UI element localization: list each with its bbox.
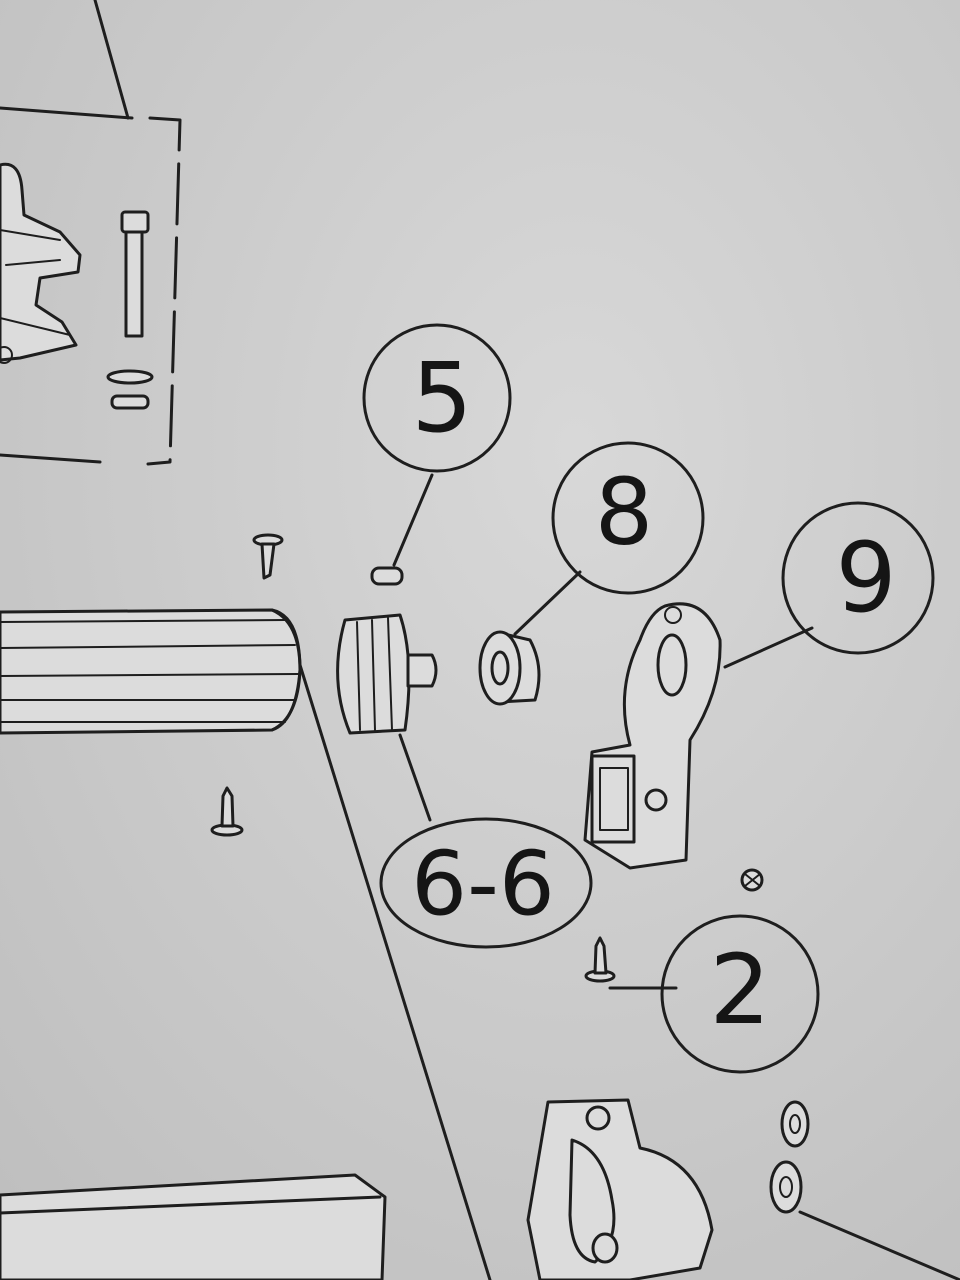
bottom-rail bbox=[0, 1173, 387, 1280]
callout-6-6: 6-6 bbox=[379, 817, 593, 949]
leader-line-9 bbox=[723, 626, 814, 669]
washer-icon bbox=[769, 1160, 803, 1214]
bushing-icon bbox=[478, 630, 541, 706]
screw-icon bbox=[210, 786, 244, 837]
tube-icon bbox=[0, 608, 492, 1280]
pin-icon bbox=[370, 566, 404, 586]
screw-icon bbox=[740, 868, 764, 892]
callout-9: 9 bbox=[781, 501, 935, 655]
callout-5-label: 5 bbox=[411, 342, 472, 454]
mount-icon bbox=[0, 162, 82, 364]
callout-8-label: 8 bbox=[595, 459, 654, 566]
screw-icon bbox=[584, 936, 616, 983]
washer-icon bbox=[780, 1100, 810, 1148]
leader-line-washer bbox=[798, 1210, 960, 1280]
top-left-assembly bbox=[0, 0, 182, 466]
callout-2-label: 2 bbox=[709, 934, 770, 1046]
callout-2: 2 bbox=[660, 914, 820, 1074]
lower-bracket bbox=[526, 1098, 714, 1280]
callout-6-6-label: 6-6 bbox=[411, 833, 555, 936]
leader-line-5 bbox=[392, 473, 434, 567]
washer-icon bbox=[106, 369, 154, 410]
bolt-icon bbox=[120, 210, 150, 338]
screw-icon bbox=[252, 533, 284, 580]
leader-line-6-6 bbox=[398, 733, 432, 822]
end-cap-icon bbox=[336, 613, 438, 735]
callout-5: 5 bbox=[362, 323, 512, 473]
callout-8: 8 bbox=[551, 441, 705, 595]
leader-line-8 bbox=[513, 570, 582, 636]
callout-9-label: 9 bbox=[835, 522, 896, 634]
bracket-icon bbox=[583, 602, 722, 870]
